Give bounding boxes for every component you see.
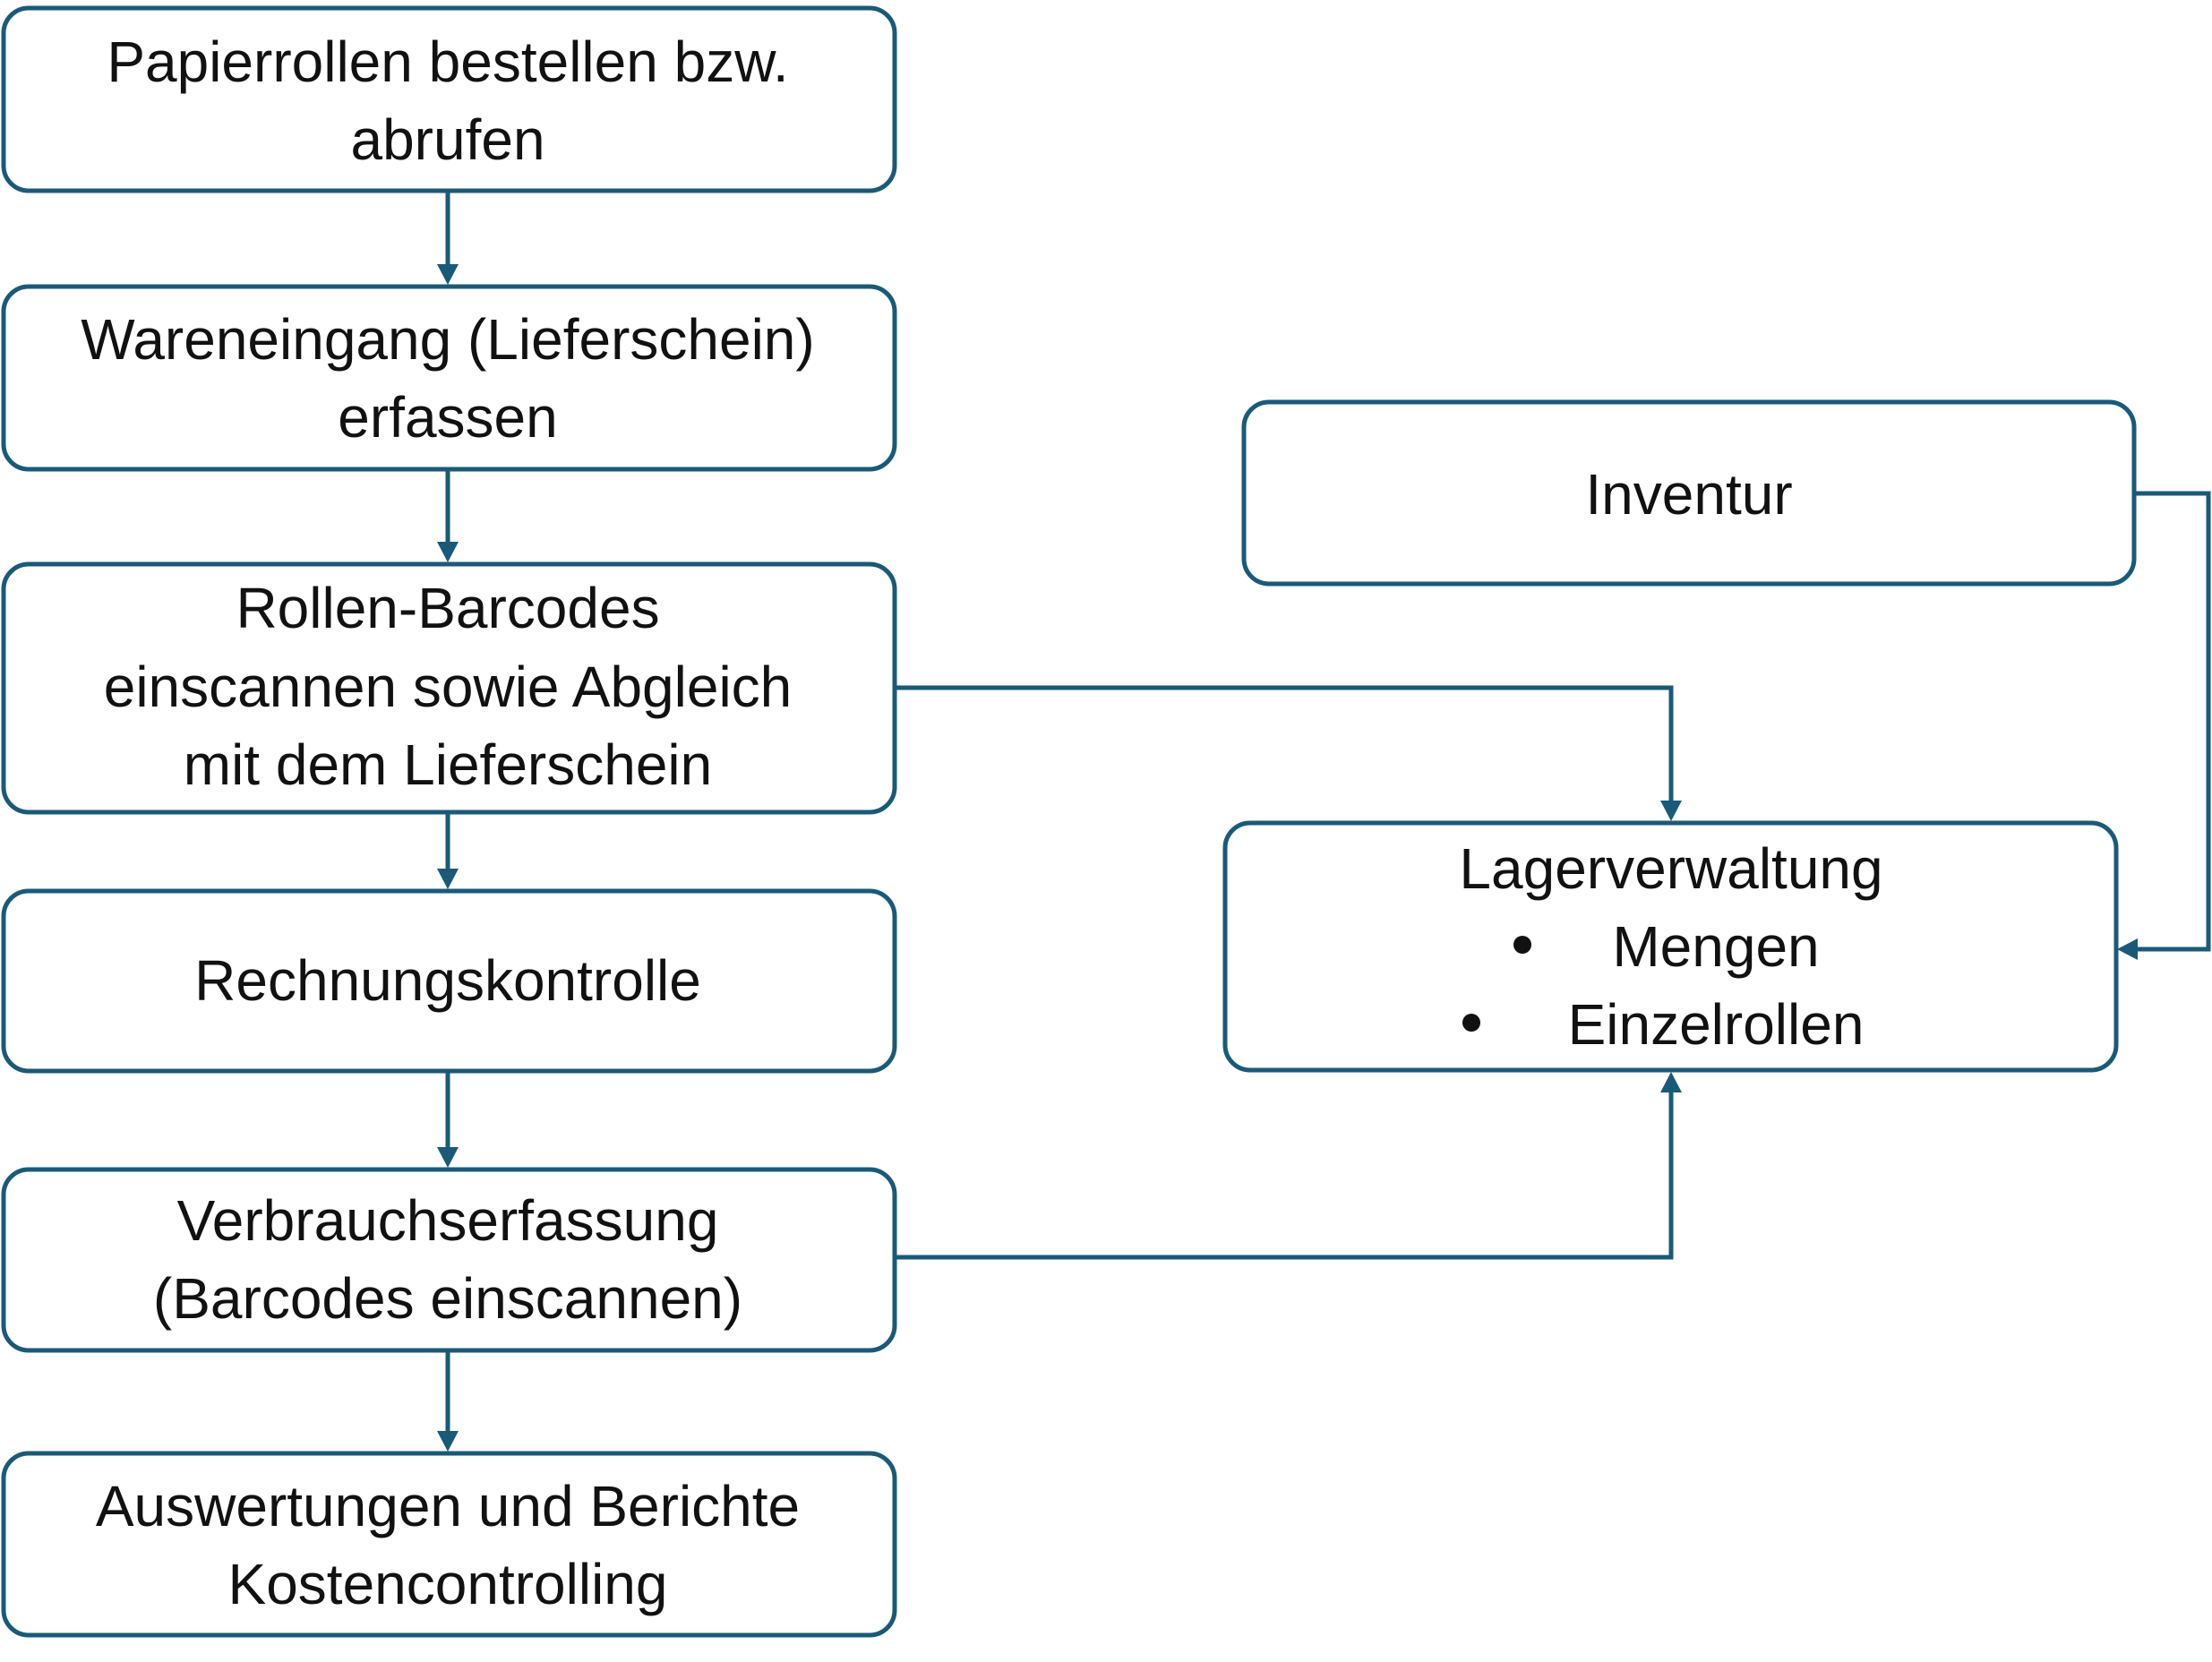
node-bestellen-line2: abrufen <box>350 107 544 172</box>
edge-bestellen-to-wareneingang <box>437 191 459 285</box>
node-lager-item-einzelrollen: Einzelrollen <box>1568 992 1865 1057</box>
node-bestellen: Papierrollen bestellen bzw. abrufen <box>1 5 897 193</box>
bullet-dot <box>1462 1014 1480 1032</box>
node-auswertung: Auswertungen und Berichte Kostencontroll… <box>1 1451 897 1638</box>
connectors <box>437 191 2211 1452</box>
edge-rechnung-to-verbrauch <box>437 1071 459 1168</box>
node-wareneingang: Wareneingang (Lieferschein) erfassen <box>1 284 897 472</box>
node-barcodes-line1: Rollen-Barcodes <box>236 576 659 640</box>
edge-verbrauch-to-lager <box>895 1072 1682 1260</box>
node-auswertung-line2: Kostencontrolling <box>228 1552 668 1616</box>
node-wareneingang-line2: erfassen <box>338 385 557 450</box>
node-inventur-line1: Inventur <box>1585 462 1792 527</box>
node-verbrauch-line2: (Barcodes einscannen) <box>153 1266 742 1331</box>
node-lager: Lagerverwaltung Mengen Einzelrollen <box>1222 820 2119 1073</box>
node-verbrauch: Verbrauchserfassung (Barcodes einscannen… <box>1 1167 897 1353</box>
node-wareneingang-line1: Wareneingang (Lieferschein) <box>81 307 814 372</box>
edge-inventur-to-lager <box>2117 491 2211 960</box>
edge-barcodes-to-rechnung <box>437 812 459 889</box>
edge-barcodes-to-lager <box>895 685 1682 821</box>
node-inventur: Inventur <box>1241 399 2137 587</box>
node-rechnung-line1: Rechnungskontrolle <box>194 948 701 1013</box>
bullet-dot <box>1513 936 1531 954</box>
node-barcodes-line3: mit dem Lieferschein <box>184 732 712 797</box>
node-lager-title: Lagerverwaltung <box>1459 836 1882 901</box>
edge-wareneingang-to-barcodes <box>437 469 459 562</box>
edge-verbrauch-to-auswertung <box>437 1350 459 1452</box>
node-auswertung-line1: Auswertungen und Berichte <box>96 1474 800 1538</box>
node-barcodes: Rollen-Barcodes einscannen sowie Abgleic… <box>1 561 897 815</box>
node-rechnung: Rechnungskontrolle <box>1 888 897 1074</box>
node-bestellen-line1: Papierrollen bestellen bzw. <box>107 30 788 94</box>
node-lager-item-mengen: Mengen <box>1612 914 1819 979</box>
node-barcodes-line2: einscannen sowie Abgleich <box>104 655 793 719</box>
node-verbrauch-line1: Verbrauchserfassung <box>177 1188 719 1253</box>
